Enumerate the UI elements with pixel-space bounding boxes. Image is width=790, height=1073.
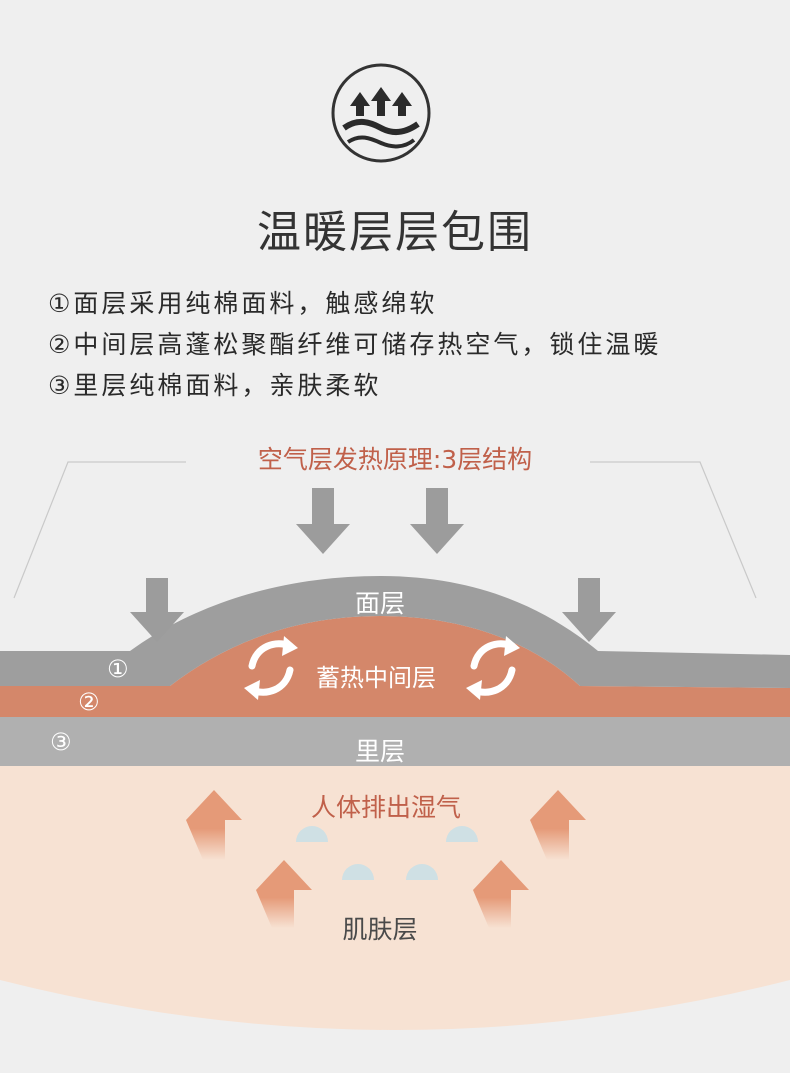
down-arrows <box>130 488 616 642</box>
marker-two: ② <box>78 688 100 716</box>
up-arrow <box>473 860 529 928</box>
layer-structure-diagram: 空气层发热原理:3层结构 面层 蓄热中间层 里层 人体排出湿气 肌肤层 ① ② … <box>0 420 790 1073</box>
down-arrow <box>562 578 616 642</box>
droplet <box>406 864 438 880</box>
heat-rising-icon <box>331 63 431 163</box>
feature-point-3: ③里层纯棉面料，亲肤柔软 <box>48 371 382 400</box>
circulation-arrows <box>244 636 520 700</box>
down-arrow <box>410 488 464 554</box>
face-layer <box>0 576 790 688</box>
skin-layer-label: 肌肤层 <box>342 915 418 944</box>
droplet <box>296 826 328 842</box>
left-guide-line <box>13 461 186 599</box>
down-arrow <box>296 488 350 554</box>
up-arrow <box>186 790 242 860</box>
moisture-droplets <box>296 826 478 880</box>
feature-point-1: ①面层采用纯棉面料，触感绵软 <box>48 289 438 318</box>
down-arrow <box>130 578 184 642</box>
inner-layer-label: 里层 <box>354 737 405 766</box>
diagram-heading: 空气层发热原理:3层结构 <box>257 445 533 474</box>
right-guide-line <box>590 461 757 599</box>
face-layer-label: 面层 <box>354 589 405 618</box>
page-title: 温暖层层包围 <box>257 207 533 258</box>
inner-layer <box>0 717 790 766</box>
body-moisture-label: 人体排出湿气 <box>310 793 461 822</box>
up-arrows <box>186 790 586 928</box>
middle-layer <box>0 616 790 717</box>
marker-one: ① <box>107 655 129 683</box>
up-arrow <box>530 790 586 860</box>
feature-list: ①面层采用纯棉面料，触感绵软 ②中间层高蓬松聚酯纤维可储存热空气，锁住温暖 ③里… <box>48 286 661 409</box>
middle-layer-label: 蓄热中间层 <box>316 664 436 692</box>
feature-point-2: ②中间层高蓬松聚酯纤维可储存热空气，锁住温暖 <box>48 330 662 359</box>
droplet <box>342 864 374 880</box>
layer-diagram-graphic <box>0 461 790 1030</box>
droplet <box>446 826 478 842</box>
marker-three: ③ <box>50 728 72 756</box>
up-arrow <box>256 860 312 928</box>
